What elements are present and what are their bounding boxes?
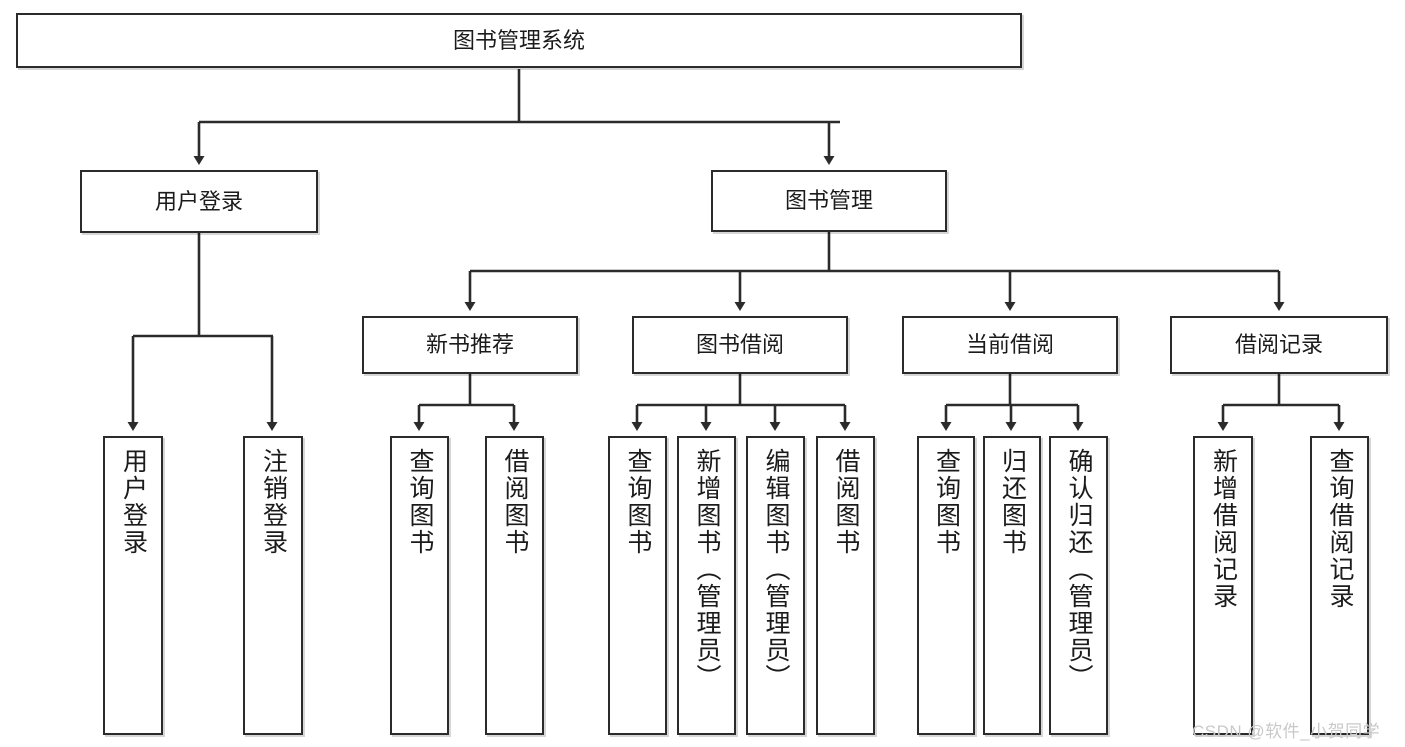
node-label: 借阅图书 xyxy=(832,448,860,556)
leaf-records-add-record[interactable]: 新增借阅记录 xyxy=(1193,436,1253,735)
node-book-borrow[interactable]: 图书借阅 xyxy=(632,316,848,374)
leaf-current-query-book[interactable]: 查询图书 xyxy=(917,436,975,735)
node-label: 确认归还（管理员） xyxy=(1065,448,1093,691)
node-new-book-recommend[interactable]: 新书推荐 xyxy=(362,316,578,374)
node-label: 图书管理 xyxy=(784,188,873,214)
node-borrow-records[interactable]: 借阅记录 xyxy=(1170,316,1388,374)
leaf-borrow-edit-book[interactable]: 编辑图书（管理员） xyxy=(746,436,805,735)
leaf-borrow-borrow-book[interactable]: 借阅图书 xyxy=(816,436,875,735)
node-book-management[interactable]: 图书管理 xyxy=(711,170,947,232)
node-label: 查询图书 xyxy=(406,448,434,556)
node-label: 查询图书 xyxy=(932,448,961,556)
node-label: 借阅记录 xyxy=(1234,332,1323,358)
leaf-user-login-logout[interactable]: 注销登录 xyxy=(243,436,303,735)
node-label: 当前借阅 xyxy=(965,332,1054,358)
node-label: 新增借阅记录 xyxy=(1209,448,1238,610)
node-label: 新书推荐 xyxy=(425,332,514,358)
node-root-system[interactable]: 图书管理系统 xyxy=(16,13,1022,68)
node-label: 查询借阅记录 xyxy=(1326,448,1354,610)
leaf-recommend-borrow-book[interactable]: 借阅图书 xyxy=(485,436,544,735)
leaf-borrow-add-book[interactable]: 新增图书（管理员） xyxy=(677,436,736,735)
node-label: 用户登录 xyxy=(119,448,148,556)
node-label: 借阅图书 xyxy=(501,448,529,556)
node-label: 图书管理系统 xyxy=(452,27,585,53)
node-label: 图书借阅 xyxy=(695,332,784,358)
node-label: 编辑图书（管理员） xyxy=(762,448,790,691)
leaf-user-login-login[interactable]: 用户登录 xyxy=(103,436,163,735)
leaf-current-return-book[interactable]: 归还图书 xyxy=(983,436,1041,735)
leaf-current-confirm-return[interactable]: 确认归还（管理员） xyxy=(1049,436,1108,735)
node-user-login[interactable]: 用户登录 xyxy=(80,170,318,233)
leaf-recommend-query-book[interactable]: 查询图书 xyxy=(390,436,449,735)
node-label: 用户登录 xyxy=(154,188,243,214)
node-label: 注销登录 xyxy=(259,448,288,556)
node-label: 新增图书（管理员） xyxy=(693,448,721,691)
leaf-records-query-record[interactable]: 查询借阅记录 xyxy=(1310,436,1369,735)
node-label: 归还图书 xyxy=(998,448,1027,556)
node-label: 查询图书 xyxy=(624,448,652,556)
leaf-borrow-query-book[interactable]: 查询图书 xyxy=(608,436,667,735)
node-current-borrow[interactable]: 当前借阅 xyxy=(902,316,1118,374)
csdn-watermark: CSDN @软件_小贺同学 xyxy=(1192,722,1381,741)
